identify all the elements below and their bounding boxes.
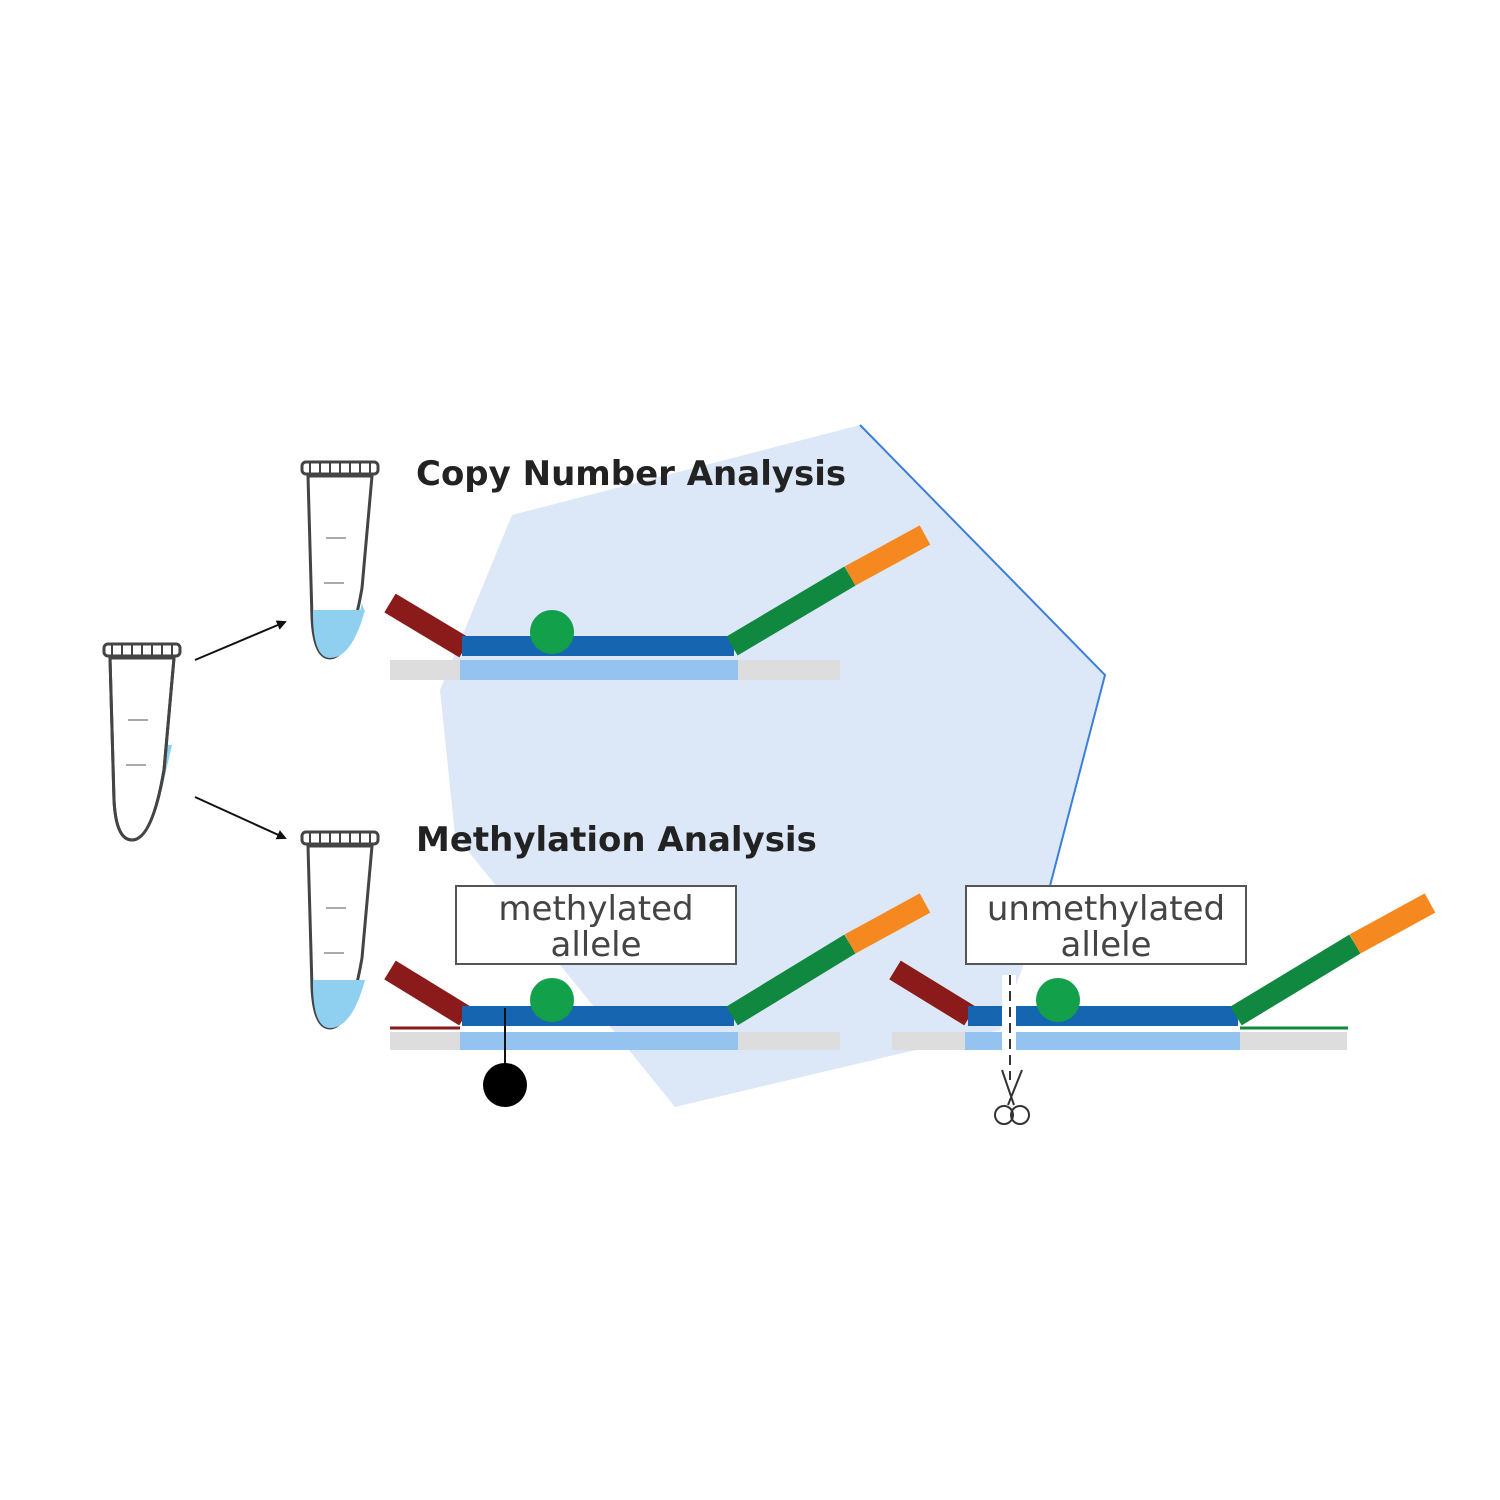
- arrow-icon-upper: [194, 620, 287, 661]
- target-highlight: [460, 1032, 738, 1050]
- probe-middle: [462, 1006, 734, 1026]
- probe-right-arm: [726, 934, 856, 1026]
- bead-icon: [530, 610, 574, 654]
- methylated-label-line2: allele: [550, 925, 641, 965]
- source-tube-icon: [102, 642, 182, 842]
- background-edge: [859, 424, 1107, 906]
- target-highlight: [460, 660, 738, 680]
- methylated-label-line1: methylated: [498, 889, 693, 929]
- methyl-group-icon: [483, 1063, 527, 1107]
- probe-left-arm: [889, 960, 976, 1026]
- methylated-probe: methylated allele: [384, 885, 931, 1107]
- probe-right-arm: [726, 566, 856, 656]
- probe-tag: [844, 525, 931, 586]
- target-highlight: [965, 1032, 1240, 1050]
- arrow-icon-lower: [194, 796, 287, 840]
- copy-number-heading: Copy Number Analysis: [416, 454, 846, 494]
- probe-right-arm: [1230, 934, 1361, 1026]
- probe-middle: [462, 636, 734, 656]
- copy-number-tube-icon: [300, 460, 380, 660]
- unmethylated-label-line1: unmethylated: [987, 889, 1225, 929]
- probe-tag: [1349, 893, 1436, 954]
- bead-icon: [1036, 978, 1080, 1022]
- unmethylated-label-line2: allele: [1060, 925, 1151, 965]
- unmethylated-probe: unmethylated allele: [889, 885, 1436, 1125]
- unmethylated-label-box: [965, 885, 1247, 965]
- methylation-heading: Methylation Analysis: [416, 820, 817, 860]
- methylation-tube-icon: [300, 830, 380, 1030]
- probe-left-arm: [384, 593, 471, 658]
- scissors-icon: [994, 1069, 1030, 1125]
- probe-tag: [844, 893, 931, 954]
- probe-left-arm: [384, 960, 471, 1026]
- bead-icon: [530, 978, 574, 1022]
- probe-middle: [968, 1006, 1238, 1026]
- methylated-label-box: [455, 885, 737, 965]
- copy-number-probe: [384, 525, 931, 680]
